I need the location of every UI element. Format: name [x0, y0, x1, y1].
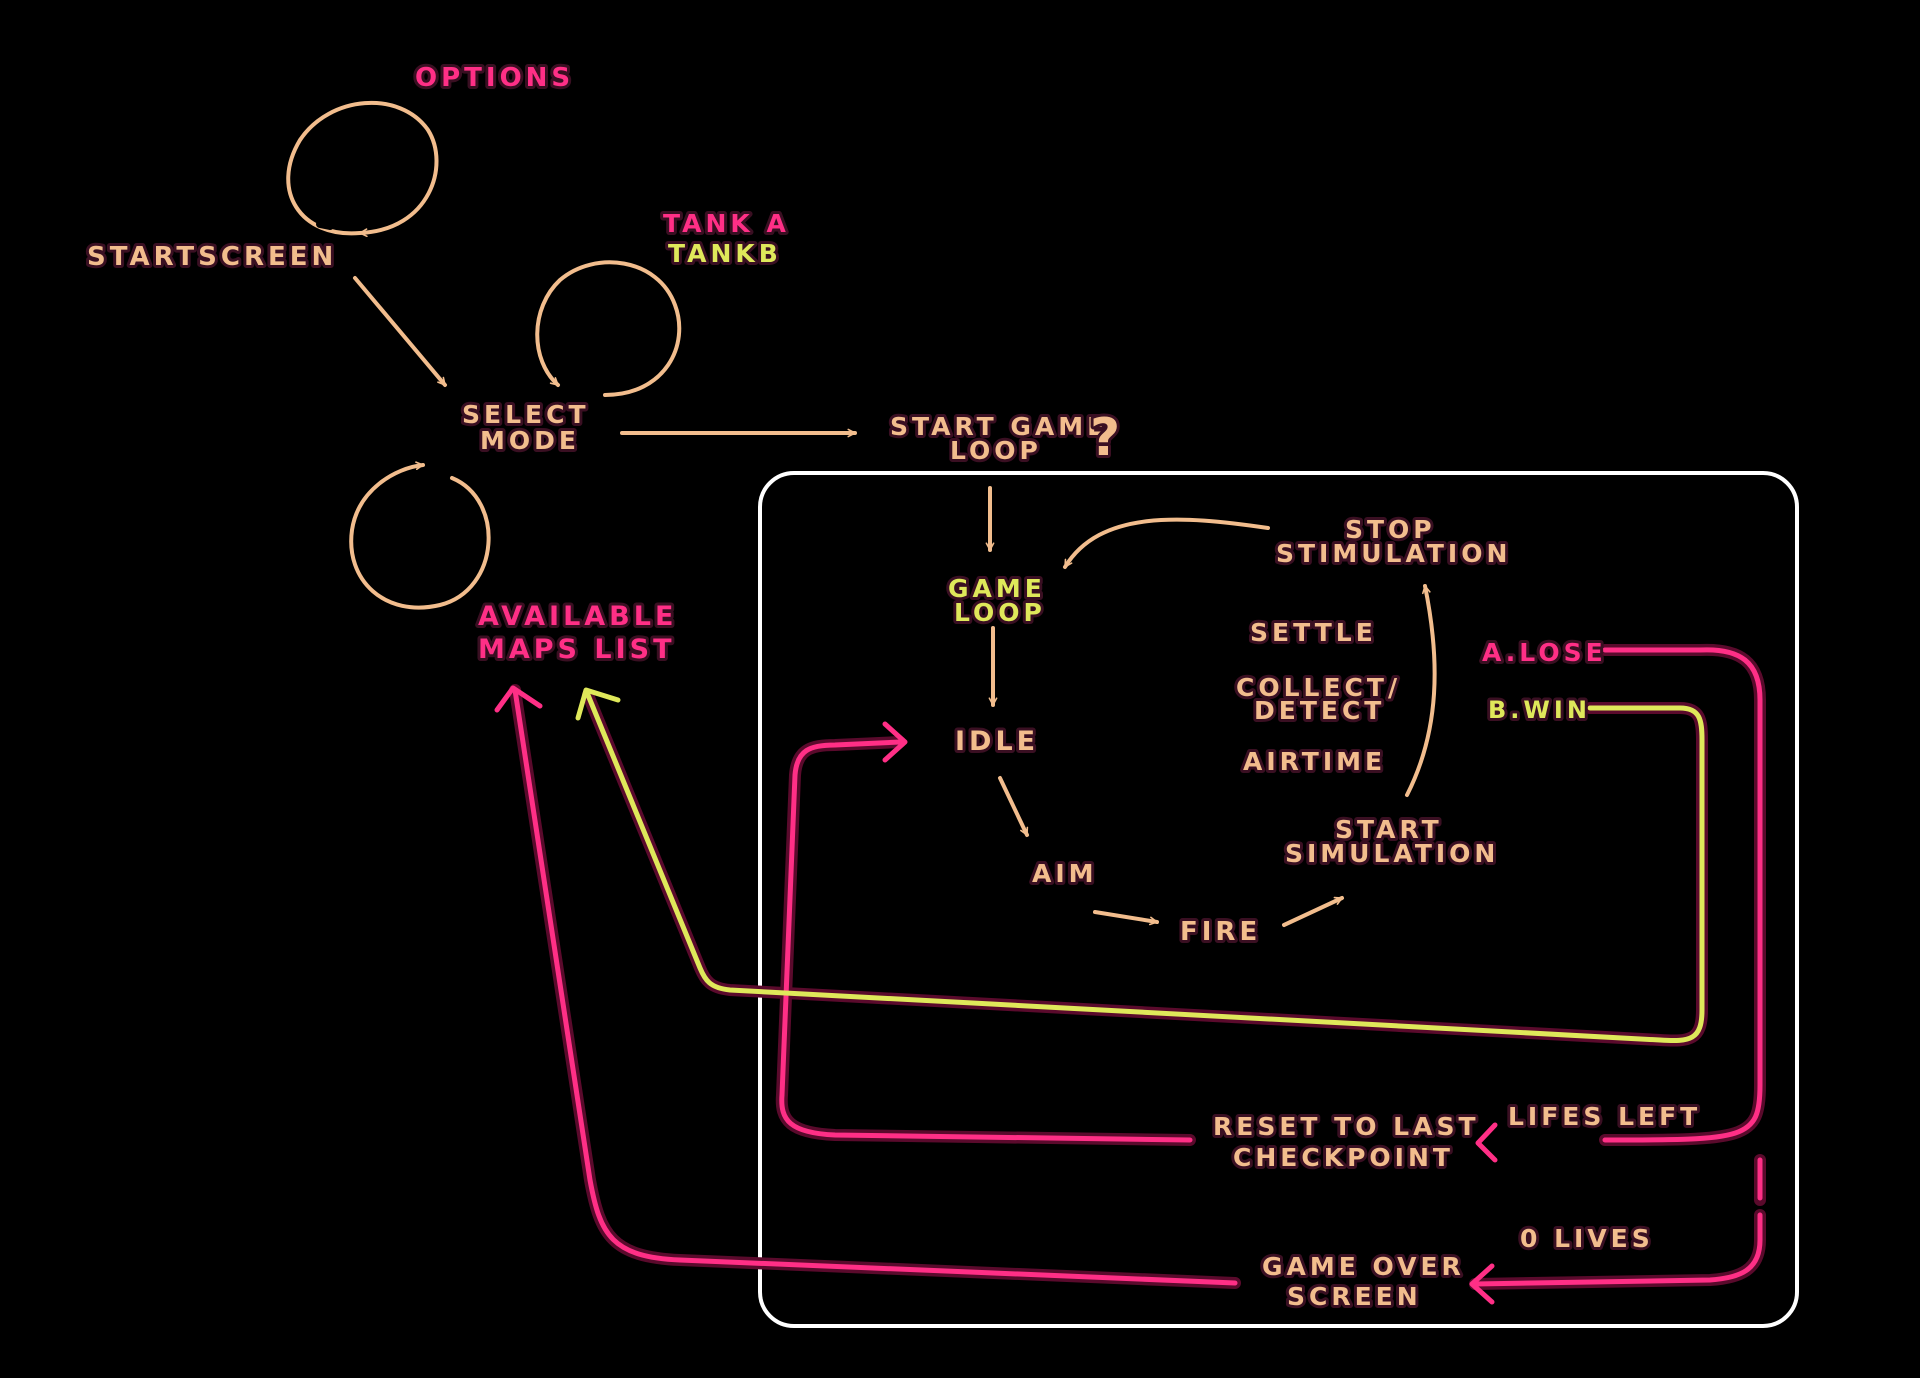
- game-loop-label-line2: LOOP: [954, 598, 1046, 627]
- startscreen-label: STARTSCREEN: [87, 242, 337, 272]
- collect-detect-label-line2: DETECT: [1254, 696, 1385, 725]
- reset-checkpoint-label-line2: CHECKPOINT: [1233, 1143, 1454, 1172]
- start-simulation-to-stop: [1405, 584, 1437, 797]
- fire-label: FIRE: [1180, 917, 1261, 947]
- idle-to-aim: [998, 776, 1029, 837]
- options-loop-gap: [316, 220, 334, 230]
- question-mark: ?: [1090, 408, 1120, 468]
- collect-detect-label-line1: COLLECT/: [1236, 673, 1401, 702]
- peach-connectors: [286, 100, 1437, 927]
- zero-lives-line: [1472, 1212, 1763, 1287]
- tank-b-label: TANKB: [668, 239, 782, 268]
- options-label: OPTIONS: [415, 63, 574, 93]
- game-over-to-maps-line: [512, 687, 1238, 1286]
- labels: OPTIONS STARTSCREEN TANK A TANKB SELECT …: [84, 60, 1701, 1314]
- startscreen-to-select-mode: [353, 276, 447, 387]
- a-lose-to-lifes-left-line: [1602, 647, 1763, 1143]
- available-maps-label-line2: MAPS LIST: [478, 634, 676, 665]
- stop-stimulation-label-line1: STOP: [1345, 515, 1436, 544]
- b-win-to-maps-line: [585, 692, 1705, 1043]
- maps-loop: [349, 461, 491, 610]
- reset-to-idle-line: [779, 739, 1193, 1143]
- game-loop-label-line1: GAME: [948, 574, 1046, 603]
- settle-label: SETTLE: [1250, 618, 1377, 647]
- game-over-label-line2: SCREEN: [1287, 1282, 1422, 1311]
- reset-checkpoint-label-line1: RESET TO LAST: [1213, 1112, 1480, 1141]
- tank-loop: [535, 260, 682, 397]
- idle-label: IDLE: [955, 726, 1039, 757]
- lifes-left-arrow-head: [1475, 1122, 1498, 1163]
- stop-to-game-loop: [1063, 517, 1270, 569]
- options-loop: [286, 100, 439, 238]
- stop-stimulation-label-line2: STIMULATION: [1276, 539, 1511, 568]
- game-over-label-line1: GAME OVER: [1262, 1252, 1465, 1281]
- available-maps-label-line1: AVAILABLE: [478, 601, 677, 632]
- lifes-left-label: LIFES LEFT: [1508, 1102, 1701, 1131]
- pink-connectors: [494, 647, 1763, 1305]
- aim-to-fire: [1093, 910, 1159, 926]
- start-simulation-label-line1: START: [1335, 815, 1443, 844]
- select-mode-label-line2: MODE: [480, 426, 580, 455]
- a-lose-label: A.LOSE: [1482, 638, 1607, 667]
- start-simulation-label-line2: SIMULATION: [1285, 839, 1499, 868]
- start-game-loop-label-line1: START GAME: [890, 412, 1108, 441]
- airtime-label: AIRTIME: [1243, 747, 1386, 776]
- b-win-label: B.WIN: [1488, 696, 1591, 724]
- maps-arrow-head-lime: [575, 687, 621, 721]
- zero-lives-label: 0 LIVES: [1520, 1224, 1654, 1253]
- game-loop-frame: [758, 471, 1799, 1328]
- fire-to-start-simulation: [1282, 896, 1344, 927]
- game-over-arrow-head: [1469, 1263, 1495, 1305]
- aim-label: AIM: [1032, 859, 1098, 888]
- idle-arrow-head: [882, 721, 908, 763]
- select-mode-label-line1: SELECT: [462, 400, 590, 429]
- start-game-loop-label-line2: LOOP: [950, 436, 1042, 465]
- tank-a-label: TANK A: [663, 209, 790, 238]
- maps-arrow-head-pink: [494, 685, 543, 713]
- lime-connector: [575, 687, 1705, 1043]
